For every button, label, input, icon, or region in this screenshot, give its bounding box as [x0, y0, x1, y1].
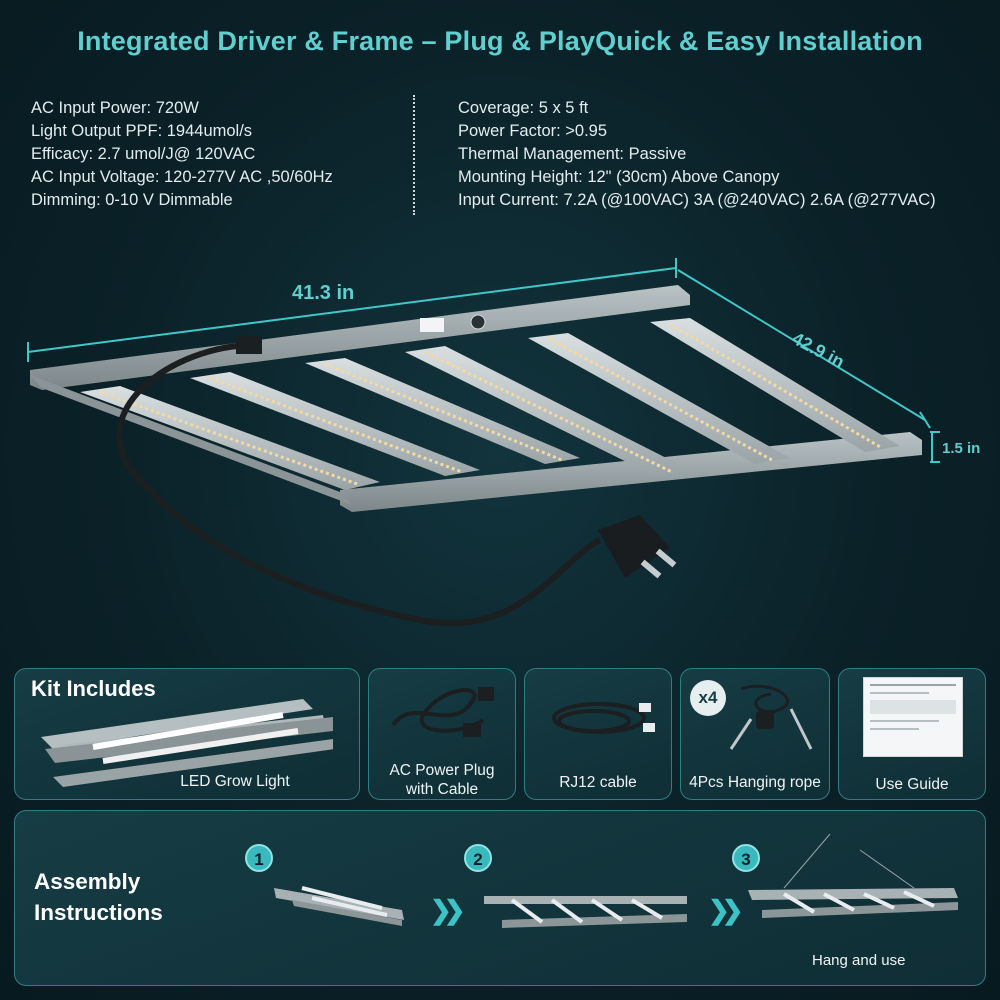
specs-left: AC Input Power: 720W Light Output PPF: 1… [31, 97, 333, 212]
grow-light-thumbnail-icon [41, 699, 333, 787]
kit-panel-guide: Use Guide [838, 668, 986, 800]
kit-includes-title: Kit Includes [31, 676, 156, 701]
kit-item-rope: 4Pcs Hanging rope [689, 774, 821, 791]
dimension-lines [27, 258, 940, 463]
dimmer-knob [470, 314, 486, 330]
step-3-illustration [748, 833, 958, 918]
step-1-illustration [274, 886, 404, 926]
step-arrow-1-icon: ❯❯ [430, 895, 465, 925]
kit-panel-rj12: RJ12 cable [524, 668, 672, 800]
spec-divider [413, 95, 415, 215]
label-plate [420, 318, 444, 332]
power-cable [116, 342, 602, 627]
specs-right: Coverage: 5 x 5 ft Power Factor: >0.95 T… [458, 97, 936, 212]
driver-port [236, 336, 262, 354]
rj12-cable-icon [552, 702, 655, 734]
spec-thermal: Thermal Management: Passive [458, 145, 687, 163]
step-3-label: Hang and use [812, 952, 906, 969]
spec-power-factor: Power Factor: >0.95 [458, 122, 608, 140]
led-strips [99, 322, 883, 487]
spec-input-current: Input Current: 7.2A (@100VAC) 3A (@240VA… [458, 191, 936, 209]
back-rail [30, 285, 690, 390]
spec-efficacy: Efficacy: 2.7 umol/J@ 120VAC [31, 145, 256, 163]
kit-item-rj12: RJ12 cable [559, 774, 637, 791]
spec-coverage: Coverage: 5 x 5 ft [458, 99, 589, 117]
kit-item-grow-light: LED Grow Light [180, 773, 290, 790]
spec-input-voltage: AC Input Voltage: 120-277V AC ,50/60Hz [31, 168, 333, 186]
user-guide-icon [863, 677, 963, 757]
spec-dimming: Dimming: 0-10 V Dimmable [31, 191, 233, 209]
kit-panel-power-plug: AC Power Plug with Cable [368, 668, 516, 800]
kit-item-guide: Use Guide [875, 776, 949, 793]
spec-ac-input-power: AC Input Power: 720W [31, 99, 199, 117]
width-dimension: 41.3 in [292, 282, 355, 304]
height-dimension: 1.5 in [942, 440, 981, 457]
step-1-badge: 1 [245, 844, 273, 872]
hanging-rope-icon [729, 684, 813, 750]
step-3-badge: 3 [732, 844, 760, 872]
power-cord-icon [391, 687, 494, 737]
kit-item-power-plug: AC Power Plug with Cable [389, 762, 495, 798]
assembly-title: Assembly Instructions [34, 866, 163, 928]
spec-light-output: Light Output PPF: 1944umol/s [31, 122, 253, 140]
step-2-badge: 2 [464, 844, 492, 872]
ac-plug-icon [598, 515, 677, 579]
assembly-title-line2: Instructions [34, 900, 163, 925]
spec-mounting-height: Mounting Height: 12" (30cm) Above Canopy [458, 168, 780, 186]
grow-light-illustration [27, 258, 940, 627]
assembly-title-line1: Assembly [34, 869, 141, 894]
step-2-illustration [484, 896, 687, 928]
rope-count-badge: x4 [690, 680, 726, 716]
step-arrow-2-icon: ❯❯ [708, 895, 743, 925]
kit-panel-grow-light: LED Grow Light [14, 668, 360, 800]
page-title: Integrated Driver & Frame – Plug & PlayQ… [77, 26, 923, 56]
